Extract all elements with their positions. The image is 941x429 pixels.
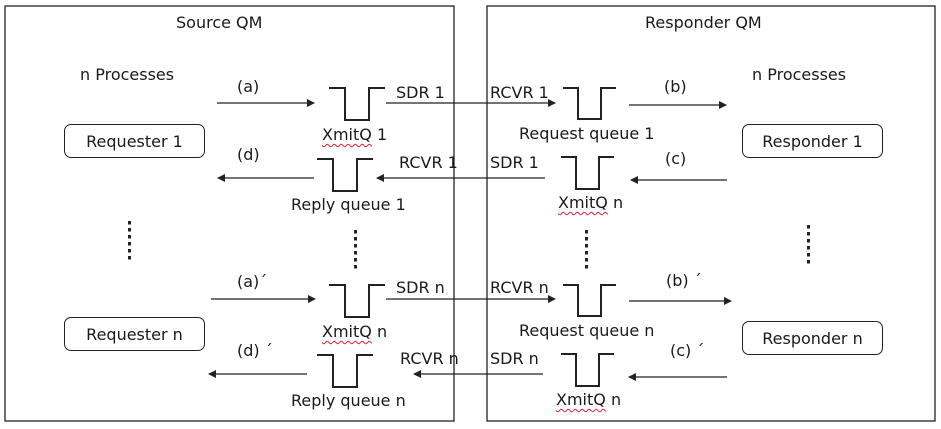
xmitq-1-queue-icon <box>329 87 385 121</box>
requester-n-box: Requester n <box>64 317 205 351</box>
responder-xmitq-n-top-word: XmitQ <box>558 193 608 212</box>
request-queue-n-label: Request queue n <box>519 321 655 340</box>
source-processes-label: n Processes <box>80 65 175 84</box>
responder-xmitq-n-bottom-icon <box>561 353 614 387</box>
responder-xmitq-n-bottom-word: XmitQ <box>556 390 606 409</box>
source-rcvr-n: RCVR n <box>400 349 459 368</box>
reply-queue-n-label: Reply queue n <box>291 391 406 410</box>
xmitq-n-word: XmitQ <box>322 322 372 341</box>
ellipsis-responder-queues <box>585 230 588 269</box>
label-d-prime: (d) ´ <box>237 341 273 360</box>
source-rcvr-1: RCVR 1 <box>399 153 458 172</box>
responder-xmitq-n-bottom-num: n <box>605 390 622 409</box>
responder-xmitq-n-bottom-label: XmitQ n <box>556 390 621 410</box>
xmitq-1-word: XmitQ <box>322 125 372 144</box>
label-b: (b) <box>664 77 687 96</box>
xmitq-1-num: 1 <box>371 125 388 144</box>
label-d: (d) <box>237 145 260 164</box>
requester-1-box: Requester 1 <box>64 124 205 158</box>
source-sdr-1: SDR 1 <box>396 83 445 102</box>
label-a: (a) <box>237 77 260 96</box>
request-queue-n-icon <box>563 284 616 317</box>
label-c: (c) <box>665 149 687 168</box>
label-a-prime: (a)´ <box>237 272 268 291</box>
responder-xmitq-n-top-label: XmitQ n <box>558 193 623 213</box>
xmitq-1-label: XmitQ 1 <box>322 125 387 145</box>
xmitq-n-label: XmitQ n <box>322 322 387 342</box>
ellipsis-requesters <box>128 221 131 260</box>
responder-sdr-n: SDR n <box>490 349 539 368</box>
ellipsis-source-queues <box>354 230 357 269</box>
source-sdr-n: SDR n <box>396 278 445 297</box>
label-b-prime: (b) ´ <box>666 271 702 290</box>
request-queue-1-icon <box>563 87 616 120</box>
source-qm-box <box>4 5 455 422</box>
responder-qm-box <box>486 5 936 422</box>
responder-xmitq-n-top-icon <box>561 156 614 190</box>
responder-rcvr-n: RCVR n <box>490 278 549 297</box>
responder-processes-label: n Processes <box>752 65 847 84</box>
reply-queue-1-icon <box>317 158 373 192</box>
reply-queue-n-icon <box>317 354 373 388</box>
responder-qm-title: Responder QM <box>645 13 762 32</box>
xmitq-n-num: n <box>371 322 388 341</box>
ellipsis-responders <box>807 225 810 264</box>
responder-sdr-1: SDR 1 <box>490 153 539 172</box>
responder-xmitq-n-top-num: n <box>607 193 624 212</box>
source-qm-title: Source QM <box>176 13 263 32</box>
xmitq-n-queue-icon <box>329 284 385 318</box>
reply-queue-1-label: Reply queue 1 <box>291 195 406 214</box>
label-c-prime: (c) ´ <box>670 341 705 360</box>
responder-1-box: Responder 1 <box>742 124 883 158</box>
responder-rcvr-1: RCVR 1 <box>490 83 549 102</box>
request-queue-1-label: Request queue 1 <box>519 124 655 143</box>
responder-n-box: Responder n <box>742 321 883 355</box>
